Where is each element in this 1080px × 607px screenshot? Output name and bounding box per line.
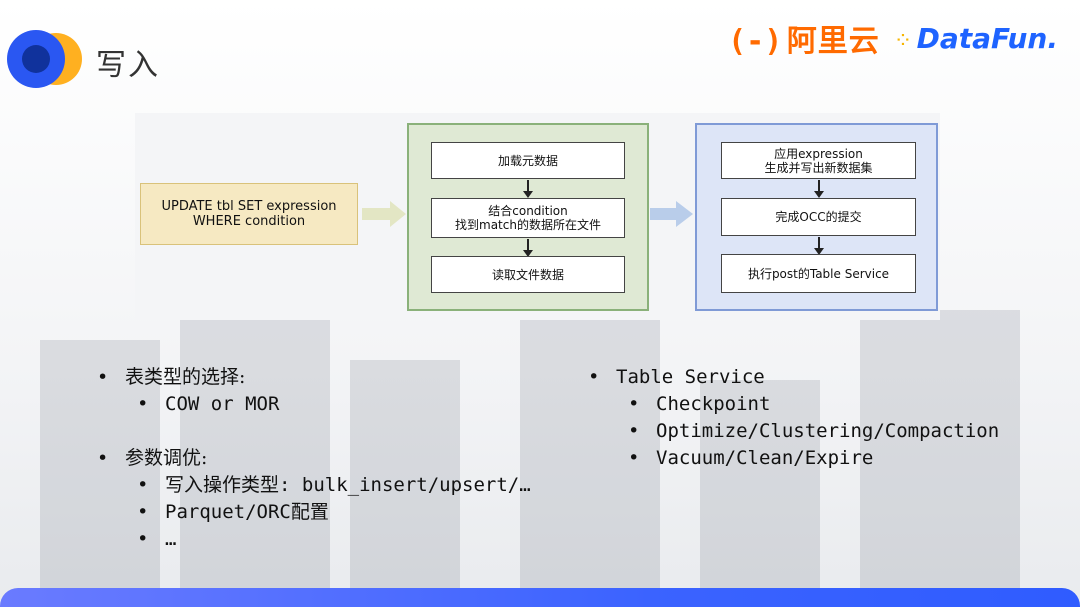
- list-item: …: [137, 526, 531, 553]
- write-commit-stage: 应用expression 生成并写出新数据集 完成OCC的提交 执行post的T…: [695, 123, 938, 311]
- list-item: 写入操作类型: bulk_insert/upsert/…: [137, 472, 531, 499]
- list-item: 参数调优:: [97, 445, 531, 472]
- datafun-logo-text: DataFun.: [916, 21, 1058, 55]
- down-arrow-icon: [814, 180, 824, 198]
- post-table-service-step: 执行post的Table Service: [721, 254, 916, 293]
- load-metadata-step: 加载元数据: [431, 142, 625, 179]
- brand-logos: (-) 阿里云 ⁘ DataFun.: [728, 16, 1058, 60]
- datafun-logo: ⁘ DataFun.: [894, 22, 1058, 55]
- right-bullet-list: Table Service Checkpoint Optimize/Cluste…: [588, 364, 999, 472]
- list-item: Parquet/ORC配置: [137, 499, 531, 526]
- read-file-data-step: 读取文件数据: [431, 256, 625, 293]
- write-flow-diagram: UPDATE tbl SET expression WHERE conditio…: [135, 113, 940, 320]
- aliyun-logo-text: 阿里云: [786, 24, 880, 59]
- occ-commit-step: 完成OCC的提交: [721, 198, 916, 236]
- flow-arrow-1-icon: [362, 201, 406, 227]
- bottom-accent-bar: [0, 588, 1080, 607]
- datafun-dots-icon: ⁘: [893, 28, 913, 54]
- list-item: Vacuum/Clean/Expire: [628, 445, 999, 472]
- list-item: Checkpoint: [628, 391, 999, 418]
- section-logo-icon: [7, 30, 82, 88]
- apply-expression-step: 应用expression 生成并写出新数据集: [721, 142, 916, 179]
- list-item: Optimize/Clustering/Compaction: [628, 418, 999, 445]
- load-stage: 加载元数据 结合condition 找到match的数据所在文件 读取文件数据: [407, 123, 649, 311]
- flow-arrow-2-icon: [650, 201, 693, 227]
- down-arrow-icon: [523, 180, 533, 198]
- update-statement-box: UPDATE tbl SET expression WHERE conditio…: [140, 183, 358, 245]
- find-matched-files-step: 结合condition 找到match的数据所在文件: [431, 198, 625, 238]
- page-title: 写入: [96, 48, 160, 83]
- list-item: 表类型的选择:: [97, 364, 531, 391]
- aliyun-mark-icon: (-): [728, 24, 783, 59]
- down-arrow-icon: [523, 239, 533, 257]
- list-item: Table Service: [588, 364, 999, 391]
- list-item: COW or MOR: [137, 391, 531, 418]
- down-arrow-icon: [814, 237, 824, 255]
- aliyun-logo: (-) 阿里云: [728, 16, 880, 60]
- left-bullet-list: 表类型的选择: COW or MOR 参数调优: 写入操作类型: bulk_in…: [97, 364, 531, 553]
